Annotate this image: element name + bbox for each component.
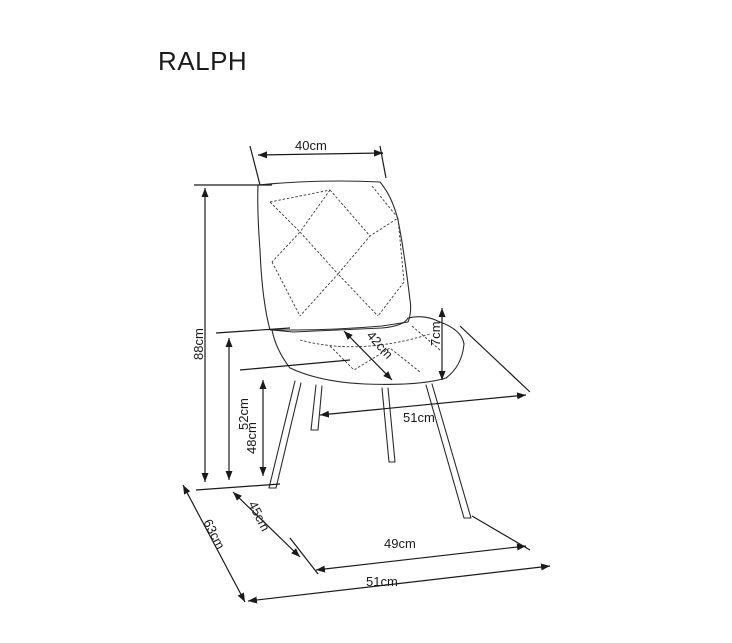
chair-illustration [257, 180, 472, 519]
chair-legs [268, 380, 472, 519]
label-backrest-above-seat: 7cm [428, 321, 443, 346]
dim-seat-back-width: 40cm [249, 138, 387, 186]
label-leg-width: 49cm [384, 536, 416, 551]
dim-total-height: 88cm [191, 184, 272, 482]
label-total-depth: 63cm [200, 517, 228, 552]
label-seat-width: 51cm [403, 410, 435, 425]
label-seat-height: 48cm [244, 422, 259, 454]
dim-seat-depth: 42cm [343, 328, 396, 381]
backrest-quilting [269, 185, 405, 317]
dim-seat-width: 51cm [319, 325, 531, 425]
label-total-width: 51cm [366, 574, 398, 589]
product-title: RALPH [158, 46, 248, 76]
label-seat-back-width: 40cm [295, 138, 327, 153]
seat-outline [271, 316, 465, 385]
backrest-outline [257, 180, 412, 331]
dim-backrest-above-seat: 7cm [428, 308, 446, 380]
dim-seat-height: 48cm [239, 359, 351, 476]
dim-armrest-height: 52cm [215, 327, 291, 480]
label-total-height: 88cm [191, 328, 206, 360]
label-armrest-height: 52cm [236, 398, 251, 430]
label-leg-depth: 45cm [245, 499, 273, 534]
dim-total-width: 51cm [247, 563, 551, 604]
dim-leg-width: 49cm [289, 515, 531, 575]
dim-total-depth: 63cm [182, 484, 246, 603]
